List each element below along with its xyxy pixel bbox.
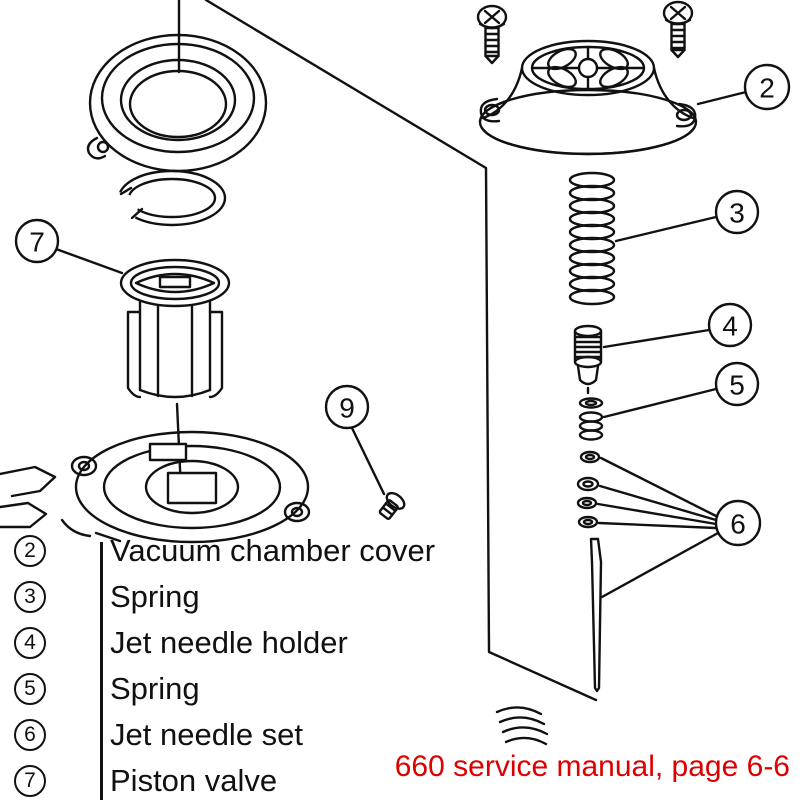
piston-valve-cover [86, 33, 268, 173]
callout-2: 2 [696, 63, 791, 111]
legend-number-5: 5 [14, 673, 46, 705]
callout-4-label: 4 [722, 311, 738, 342]
partial-part-bottom [495, 706, 549, 746]
legend-row-piston-valve: 7 Piston valve [0, 758, 478, 804]
legend-row-jet-needle-set: 6 Jet needle set [0, 712, 478, 758]
legend-number-2: 2 [14, 535, 46, 567]
callout-7: 7 [14, 218, 124, 275]
legend-row-spring-main: 3 Spring [0, 574, 478, 620]
cover-screw-right [662, 0, 694, 59]
carburetor-body [0, 430, 311, 544]
jet-needle-holder [573, 324, 603, 395]
legend-label-jet-needle-set: Jet needle set [110, 717, 304, 752]
main-spring [568, 171, 616, 306]
vacuum-chamber-cover [478, 39, 698, 156]
callout-9-label: 9 [339, 393, 355, 424]
legend-label-piston-valve: Piston valve [110, 763, 278, 798]
jet-needle-set [576, 450, 603, 693]
legend-label-vacuum-chamber-cover: Vacuum chamber cover [110, 533, 436, 568]
legend-label-spring-main: Spring [110, 579, 200, 614]
separator-line [204, 0, 598, 702]
piston-valve [119, 258, 231, 399]
legend-number-7: 7 [14, 765, 46, 797]
legend-label-spring-small: Spring [110, 671, 200, 706]
callout-3-label: 3 [729, 198, 745, 229]
legend-label-jet-needle-holder: Jet needle holder [110, 625, 348, 660]
callout-5-label: 5 [729, 370, 745, 401]
source-caption: 660 service manual, page 6-6 [394, 750, 790, 783]
legend-number-6: 6 [14, 719, 46, 751]
callout-3: 3 [614, 189, 760, 243]
legend-number-3: 3 [14, 581, 46, 613]
callout-6-label: 6 [730, 509, 746, 540]
cover-screw-left [476, 4, 508, 65]
callout-7-label: 7 [29, 227, 45, 258]
callout-2-label: 2 [759, 73, 775, 104]
small-spring [578, 397, 604, 441]
callout-5: 5 [602, 361, 760, 419]
legend-row-vacuum-chamber-cover: 2 Vacuum chamber cover [0, 528, 478, 574]
legend-number-4: 4 [14, 627, 46, 659]
pilot-screw [378, 491, 406, 520]
callout-4: 4 [602, 302, 753, 349]
snap-ring [107, 169, 227, 227]
legend-row-spring-small: 5 Spring [0, 666, 478, 712]
callout-9: 9 [324, 384, 386, 496]
legend-row-jet-needle-holder: 4 Jet needle holder [0, 620, 478, 666]
legend-divider [100, 542, 103, 800]
callout-6: 6 [596, 456, 762, 599]
parts-legend: 2 Vacuum chamber cover 3 Spring 4 Jet ne… [0, 528, 478, 800]
